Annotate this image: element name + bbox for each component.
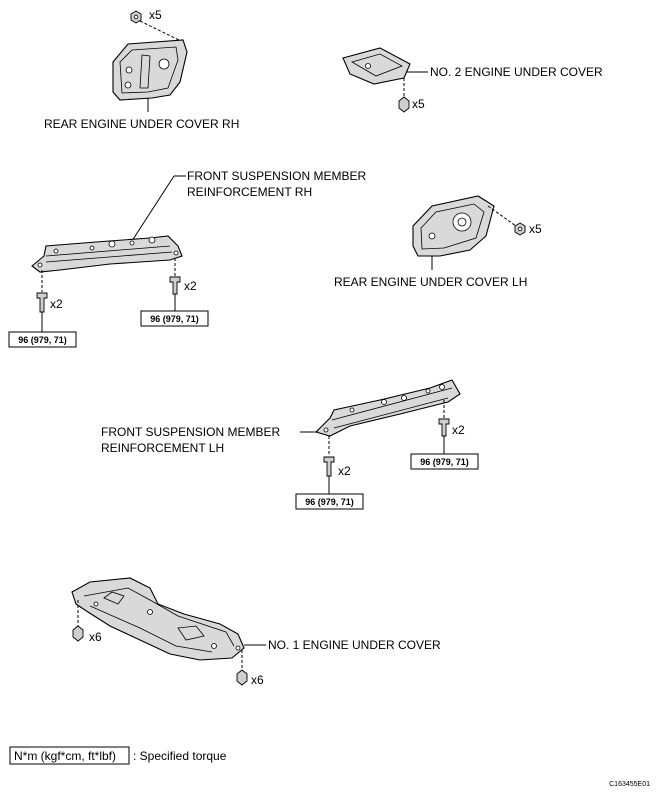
front-suspension-rh-label-line2: REINFORCEMENT RH <box>187 185 312 199</box>
torque-box-lh-right <box>410 453 479 470</box>
front-rh-leader <box>129 175 175 245</box>
no1-engine-under-cover-label: NO. 1 ENGINE UNDER COVER <box>268 638 441 652</box>
no1-left-count: x6 <box>89 630 102 644</box>
rear-lh-count: x5 <box>529 222 542 236</box>
front-suspension-lh-label-line2: REINFORCEMENT LH <box>101 441 224 455</box>
front-suspension-rh-label-line1: FRONT SUSPENSION MEMBER <box>187 169 366 183</box>
rear-engine-under-cover-rh-part <box>112 39 188 101</box>
lh-left-count: x2 <box>338 464 351 478</box>
bolt-icon <box>438 418 450 437</box>
legend-text: : Specified torque <box>133 749 227 763</box>
no2-engine-under-cover-part <box>342 47 411 85</box>
bolt-icon <box>398 96 410 113</box>
no2-count: x5 <box>412 97 425 111</box>
no1-engine-under-cover-group: x6 NO. 1 ENGINE UNDER COVER x6 <box>71 577 441 687</box>
rear-engine-under-cover-rh-label: REAR ENGINE UNDER COVER RH <box>44 117 239 131</box>
no1-right-count: x6 <box>251 673 264 687</box>
rear-engine-under-cover-lh-label: REAR ENGINE UNDER COVER LH <box>334 275 527 289</box>
rear-rh-count: x5 <box>149 8 162 22</box>
torque-rh-right: 96 (979, 71) <box>150 314 199 324</box>
torque-lh-left: 96 (979, 71) <box>305 497 354 507</box>
front-suspension-reinforcement-lh-group: FRONT SUSPENSION MEMBER REINFORCEMENT LH… <box>101 379 479 510</box>
torque-rh-left: 96 (979, 71) <box>18 335 67 345</box>
torque-box-lh-left <box>295 493 364 510</box>
no2-engine-under-cover-label: NO. 2 ENGINE UNDER COVER <box>430 65 603 79</box>
nut-hole <box>133 14 139 20</box>
rear-lh-bolt-line <box>487 205 517 227</box>
front-suspension-reinforcement-rh-group: FRONT SUSPENSION MEMBER REINFORCEMENT RH… <box>8 169 366 348</box>
reference-code: C163455E01 <box>609 781 650 788</box>
torque-box-rh-right <box>140 310 209 327</box>
front-suspension-reinforcement-lh-part <box>314 379 461 437</box>
front-suspension-reinforcement-rh-part <box>31 235 183 273</box>
rear-engine-under-cover-lh-group: x5 REAR ENGINE UNDER COVER LH <box>334 195 542 289</box>
legend-units-box <box>9 746 130 765</box>
lh-right-count: x2 <box>452 423 465 437</box>
legend-units: N*m (kgf*cm, ft*lbf) <box>14 749 116 763</box>
bolt-icon <box>72 625 84 642</box>
bolt-icon <box>323 456 335 477</box>
bolt-icon <box>236 669 248 686</box>
front-suspension-lh-label-line1: FRONT SUSPENSION MEMBER <box>101 425 280 439</box>
bolt-icon <box>169 276 181 295</box>
no1-engine-under-cover-part <box>71 577 245 661</box>
rear-rh-bolt-line <box>139 20 184 43</box>
torque-box-rh-left <box>8 331 77 348</box>
torque-lh-right: 96 (979, 71) <box>420 457 469 467</box>
rh-left-count: x2 <box>50 297 63 311</box>
no2-engine-under-cover-group: NO. 2 ENGINE UNDER COVER x5 <box>342 47 603 113</box>
torque-legend: N*m (kgf*cm, ft*lbf) : Specified torque <box>9 746 227 765</box>
rh-right-count: x2 <box>184 279 197 293</box>
bolt-icon <box>36 292 48 313</box>
rear-engine-under-cover-rh-group: x5 REAR ENGINE UNDER COVER RH <box>44 8 239 131</box>
